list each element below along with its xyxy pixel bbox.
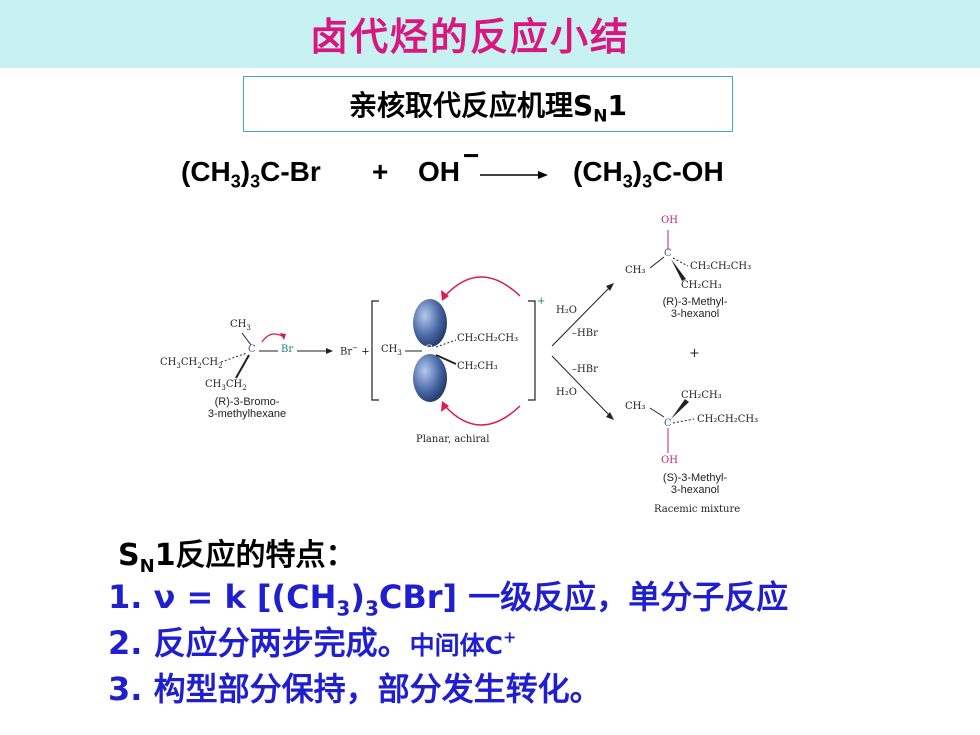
substrate-ethyl: CH3CH2 [205,379,247,392]
racemic-caption: Racemic mixture [654,504,741,515]
water-top: H₂O [556,305,577,316]
s-product-bond-propyl [672,418,695,424]
s-product-propyl: CH₂CH₂CH₃ [697,414,759,425]
substrate-bond-ethyl [235,354,250,379]
arrow-to-s-product [551,355,611,417]
s-product-carbon: C [664,418,672,429]
s-product-ethyl: CH₂CH₃ [681,390,722,401]
substrate-bromine: Br [281,344,294,355]
substrate-methyl: CH3 [230,319,251,332]
title-bar [0,0,980,68]
r-product-bond-ethyl [671,259,686,281]
bracket-right [528,300,536,401]
water-bottom: H₂O [556,387,577,398]
bromide-ion: Br− + [340,344,370,358]
r-product-propyl: CH₂CH₂CH₃ [690,261,752,272]
feature-item-3: 3. 构型部分保持，部分发生转化。 [108,670,602,708]
r-product-methyl: CH₃ [625,265,646,276]
p-orbital-top-lobe [413,299,447,347]
equation-reactant-a: (CH3)3C-Br [181,156,321,192]
cation-methyl: CH3 [381,344,402,357]
s-product-bond-methyl [649,407,665,418]
cation-bond-propyl [435,339,457,348]
substrate-propyl: CH3CH2CH2 [160,357,223,370]
substrate-carbon: C [248,344,256,355]
attack-arc-bottom [444,405,521,426]
planar-caption: Planar, achiral [416,434,490,445]
cation-ethyl: CH₂CH₃ [457,361,498,372]
substrate-bond-methyl [241,332,252,346]
bracket-left [371,300,379,401]
hbr-top: –HBr [572,328,598,339]
equation-arrow [480,171,548,179]
page-title: 卤代烃的反应小结 [309,15,630,59]
subtitle: 亲核取代反应机理SN1 [243,84,733,127]
r-product-caption: (R)-3-Methyl-3-hexanol [662,296,728,320]
r-product-bond-propyl [672,257,689,267]
products-plus: + [689,346,700,361]
subtitle-box [243,76,733,132]
leaving-group-arrow [261,333,283,343]
hbr-bottom: –HBr [572,364,598,375]
substrate-bond-propyl [220,352,248,363]
cation-carbon: C [425,344,433,355]
substrate-caption: (R)-3-Bromo-3-methylhexane [207,396,287,420]
cation-bond-ethyl [435,354,457,365]
feature-item-2: 2. 反应分两步完成。中间体C+ [108,624,517,662]
r-product-bond-methyl [649,256,665,269]
feature-item-1: 1. ν = k [(CH3)3CBr] 一级反应，单分子反应 [108,578,789,621]
r-product-hydroxyl: OH [661,215,678,226]
equation-hydroxide-charge: − [463,140,480,171]
r-product-carbon: C [664,248,672,259]
subtitle-tail: 1 [607,89,627,122]
cation-propyl: CH₂CH₂CH₃ [457,333,519,344]
subtitle-main: 亲核取代反应机理S [349,89,594,122]
equation-plus: + [372,156,389,187]
attack-arc-top [444,276,521,297]
equation-product: (CH3)3C-OH [573,156,724,192]
s-product-methyl: CH₃ [625,401,646,412]
p-orbital-bottom-lobe [413,354,447,402]
s-product-bond-ethyl [671,399,689,419]
s-product-hydroxyl: OH [661,455,678,466]
subtitle-sub: N [593,106,608,127]
r-product-ethyl: CH₂CH₃ [681,280,722,291]
features-heading: SN1反应的特点： [118,538,356,577]
cation-charge: + [537,296,546,307]
s-product-caption: (S)-3-Methyl-3-hexanol [662,472,728,496]
equation-reactant-b: OH [418,156,460,187]
arrow-to-r-product [551,286,611,347]
